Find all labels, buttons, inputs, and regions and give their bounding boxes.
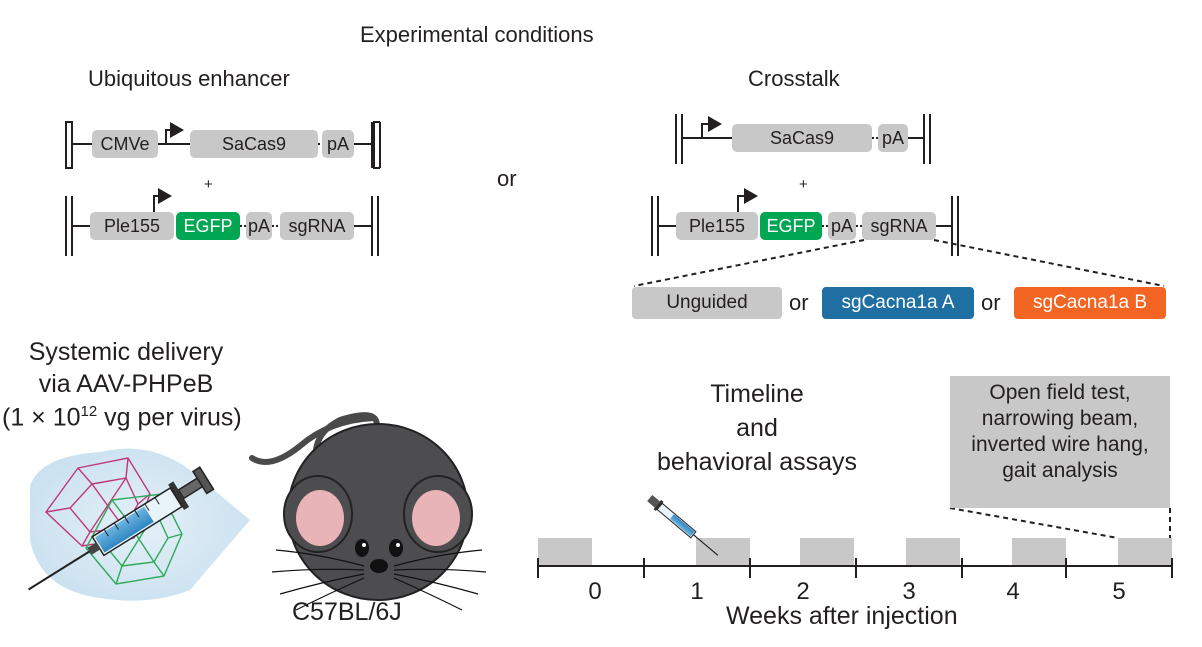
- construct-ubiquitous-1: [65, 121, 381, 169]
- dose-exponent: 12: [80, 403, 98, 420]
- part-ple155: Ple155: [676, 212, 758, 240]
- tick-label-0: 0: [588, 578, 602, 605]
- dose-unit: vg per virus): [97, 403, 242, 432]
- tick-label-5: 5: [1112, 578, 1126, 605]
- part-pa: pA: [878, 124, 908, 152]
- timeline-title-2: and: [736, 414, 778, 442]
- guide-unguided: Unguided: [632, 287, 782, 319]
- part-sgrna: sgRNA: [862, 212, 936, 240]
- part-ple155: Ple155: [90, 212, 174, 240]
- construct-crosstalk-2: [651, 188, 959, 256]
- timeline-block-1: [696, 538, 750, 566]
- timeline-assay-blocks: [538, 538, 1172, 566]
- plus-sign: +: [204, 176, 213, 193]
- timeline-block-4: [1012, 538, 1066, 566]
- part-cmve: CMVe: [92, 130, 158, 158]
- part-pa: pA: [322, 130, 354, 158]
- assay-item: inverted wire hang,: [971, 433, 1149, 456]
- delivery-line-1: Systemic delivery: [28, 338, 224, 366]
- guide-sgcacna1a-a: sgCacna1a A: [822, 287, 974, 319]
- part-sacas9: SaCas9: [732, 124, 872, 152]
- or-label: or: [981, 290, 1001, 315]
- timeline-axis: [537, 558, 1173, 578]
- delivery-line-2: via AAV-PHPeB: [38, 370, 214, 398]
- part-egfp: EGFP: [760, 212, 822, 240]
- part-sgrna: sgRNA: [280, 212, 354, 240]
- tick-label-1: 1: [690, 578, 704, 605]
- mouse-strain-label: C57BL/6J: [292, 598, 402, 626]
- or-label: or: [789, 290, 809, 315]
- whiskers-icon: [271, 549, 487, 611]
- or-label: or: [497, 166, 517, 191]
- assay-connector-lines: [949, 507, 1171, 539]
- heading-crosstalk: Crosstalk: [748, 66, 840, 91]
- construct-ubiquitous-2: [65, 188, 379, 256]
- part-pa: pA: [246, 212, 272, 240]
- timeline-block-2: [800, 538, 854, 566]
- timeline-block-3: [906, 538, 960, 566]
- guide-sgcacna1a-b: sgCacna1a B: [1014, 287, 1166, 319]
- tick-label-2: 2: [796, 578, 810, 605]
- assay-list-box: Open field test, narrowing beam, inverte…: [950, 376, 1170, 508]
- page-title: Experimental conditions: [360, 22, 594, 47]
- assay-item: gait analysis: [1002, 459, 1118, 482]
- tick-label-4: 4: [1006, 578, 1020, 605]
- heading-ubiquitous: Ubiquitous enhancer: [88, 66, 290, 91]
- timeline-xlabel: Weeks after injection: [726, 602, 958, 630]
- mouse-illustration: [249, 412, 487, 611]
- timeline-title-3: behavioral assays: [656, 448, 858, 476]
- assay-item: Open field test,: [989, 381, 1131, 404]
- dose-text: (1 × 10: [2, 403, 81, 432]
- timeline-title-1: Timeline: [710, 380, 804, 408]
- timeline-block-5: [1118, 538, 1172, 566]
- part-sacas9: SaCas9: [190, 130, 318, 158]
- sgrna-expansion-lines: [633, 239, 1165, 287]
- part-pa: pA: [828, 212, 856, 240]
- plus-sign: +: [799, 176, 808, 193]
- timeline-block-0: [538, 538, 592, 566]
- assay-item: narrowing beam,: [981, 407, 1139, 430]
- construct-crosstalk-1: [675, 114, 931, 164]
- tick-label-3: 3: [902, 578, 916, 605]
- delivery-line-3: (1 × 1012 vg per virus): [2, 404, 242, 430]
- timeline-syringe-icon: [647, 495, 719, 556]
- syringe-icon: [28, 466, 215, 591]
- part-egfp: EGFP: [176, 212, 240, 240]
